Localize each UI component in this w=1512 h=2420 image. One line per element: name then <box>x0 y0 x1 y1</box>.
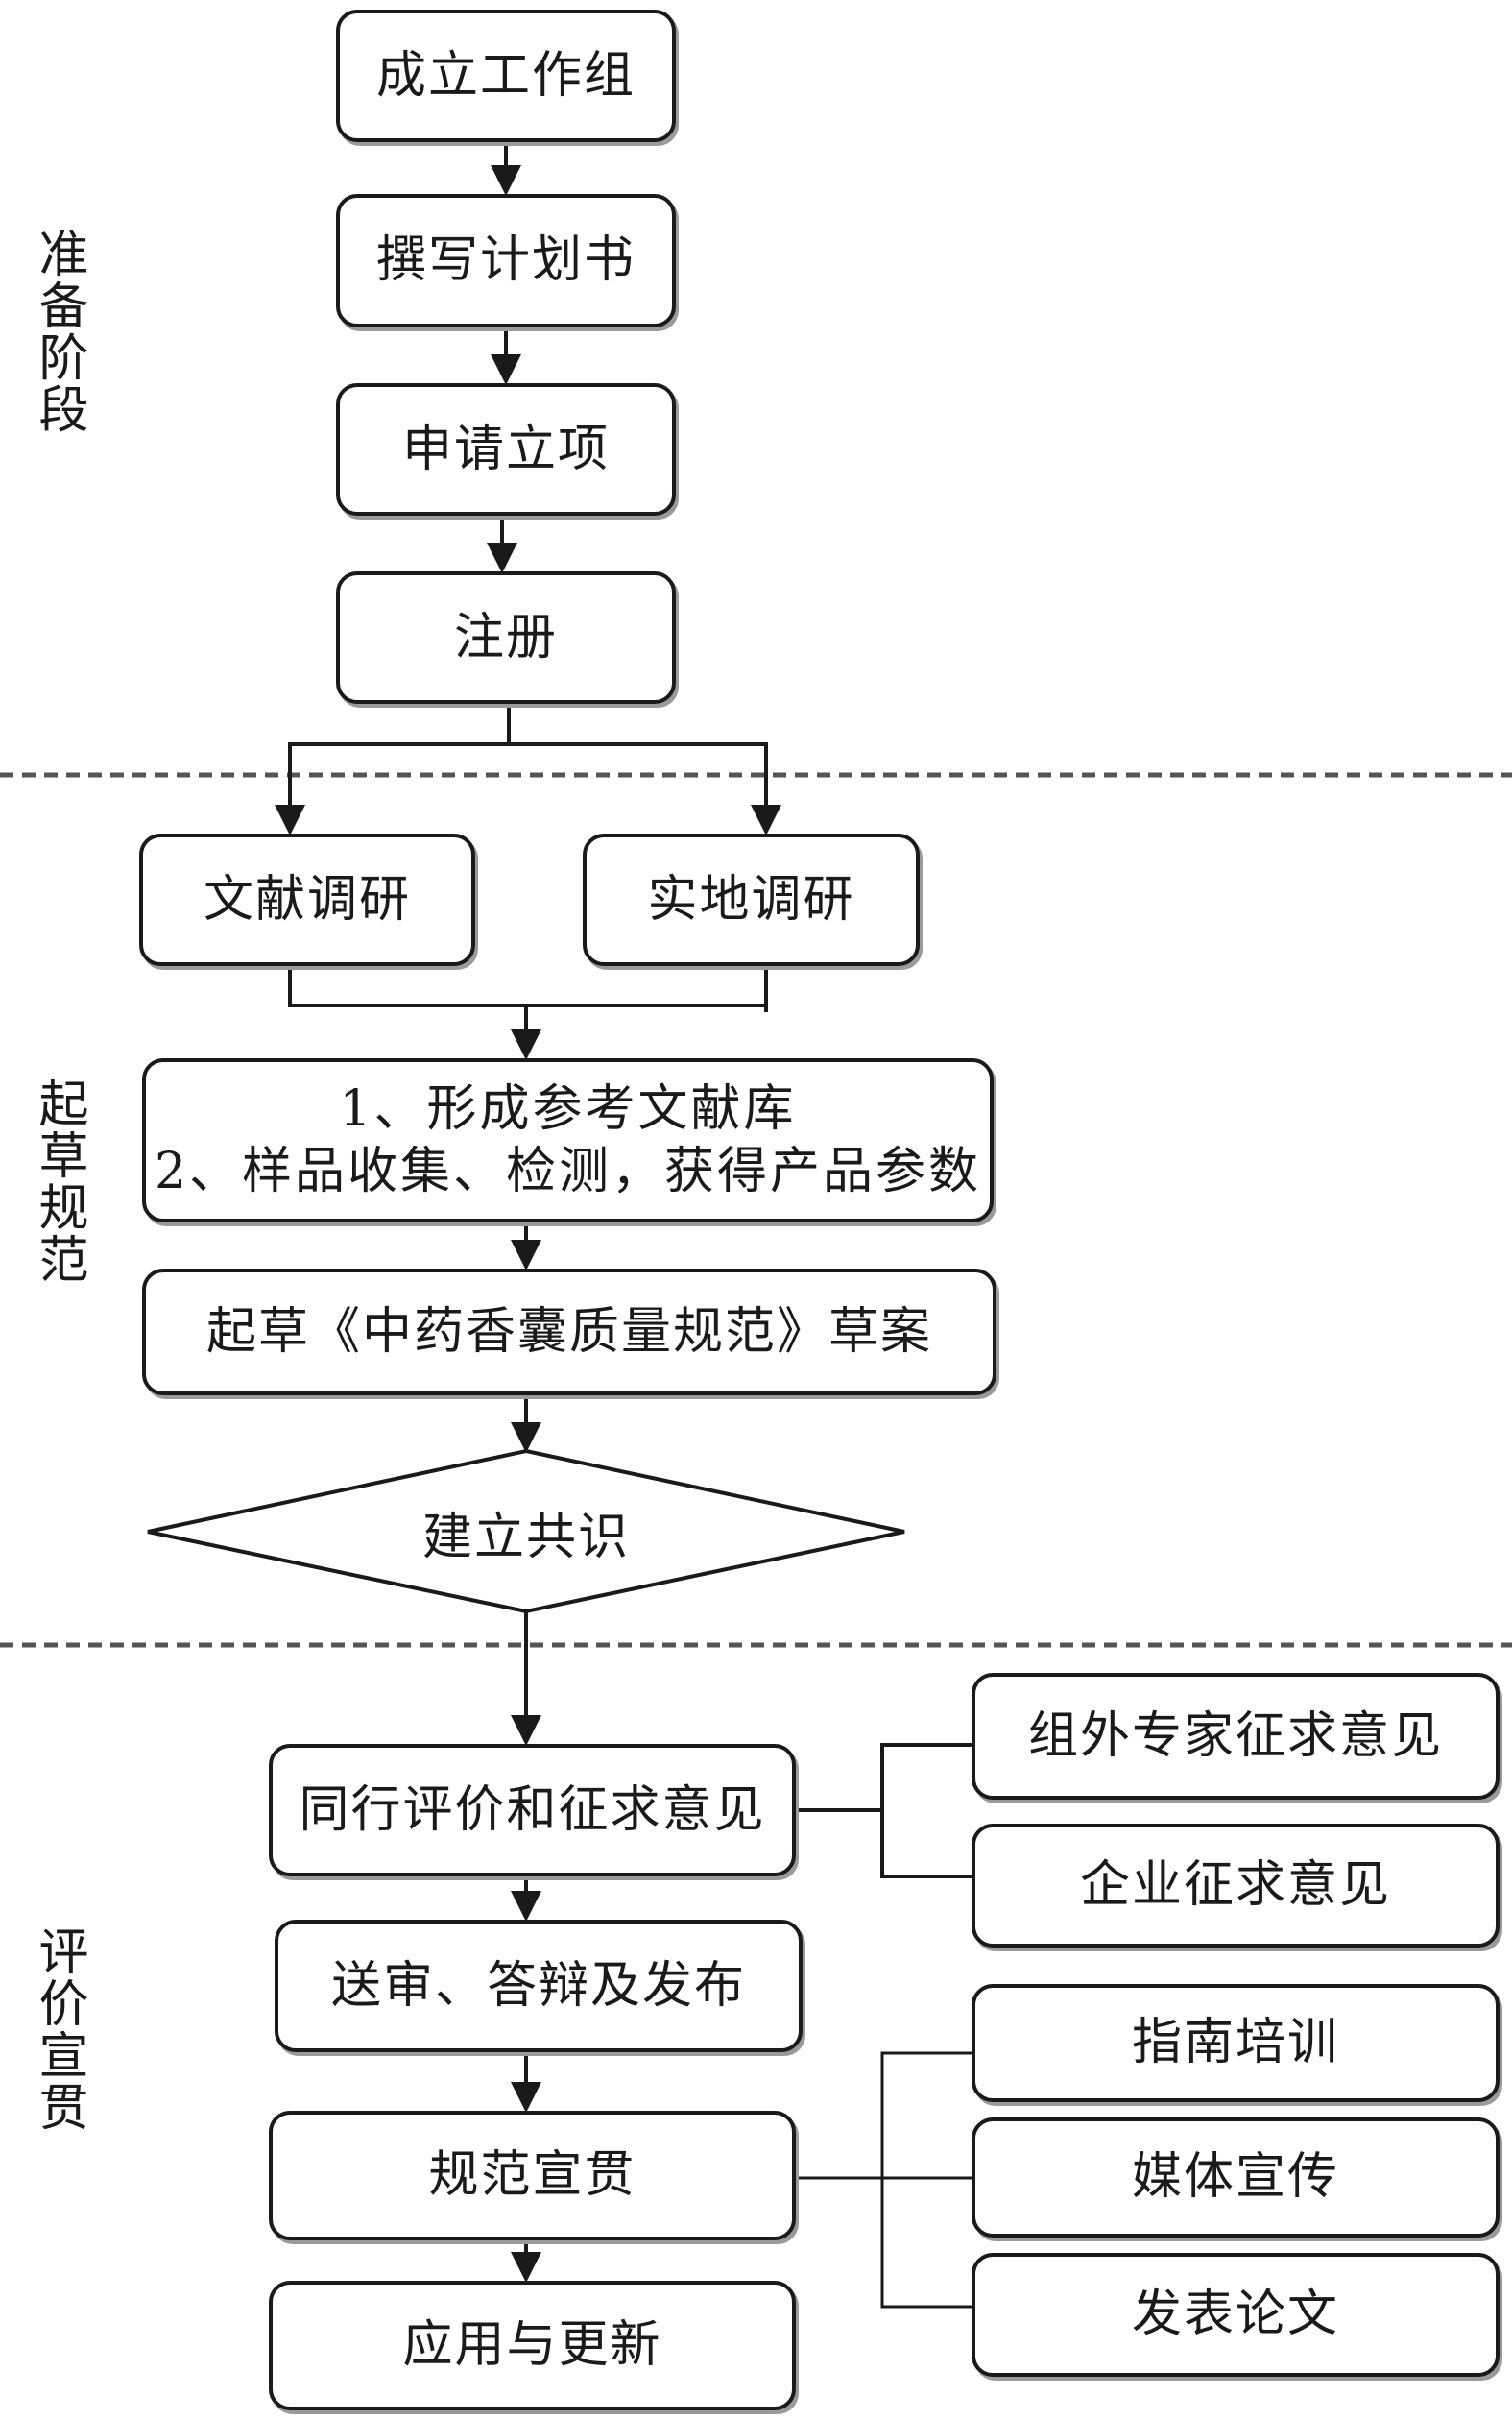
step-write-plan: 撰写计划书 <box>336 194 676 327</box>
step-form-group: 成立工作组 <box>336 10 676 142</box>
step-peer-review: 同行评价和征求意见 <box>269 1744 796 1876</box>
stage-label-evaluation: 评价宣贯 <box>30 1925 87 2133</box>
branch-media-publicity: 媒体宣传 <box>972 2118 1500 2238</box>
branch-enterprise-opinion: 企业征求意见 <box>972 1824 1500 1948</box>
step-draft: 起草《中药香囊质量规范》草案 <box>142 1269 996 1395</box>
split-connector <box>275 704 511 835</box>
step-apply-project: 申请立项 <box>336 383 676 516</box>
step-apply-update: 应用与更新 <box>269 2281 796 2410</box>
step-results: 1、形成参考文献库 2、样品收集、检测，获得产品参数 <box>142 1058 994 1222</box>
bracket-connector <box>880 2051 972 2309</box>
stage-label-preparation: 准备阶段 <box>30 228 87 435</box>
split-connector <box>509 742 781 835</box>
bracket-connector <box>880 1743 972 1878</box>
step-register: 注册 <box>336 571 676 704</box>
step-field-research: 实地调研 <box>583 834 920 966</box>
merge-connector <box>288 966 766 1007</box>
branch-guide-training: 指南培训 <box>972 1984 1500 2102</box>
branch-external-experts: 组外专家征求意见 <box>972 1673 1500 1800</box>
step-promote: 规范宣贯 <box>269 2111 796 2240</box>
step-review-publish: 送审、答辩及发布 <box>275 1920 803 2052</box>
stage-label-drafting: 起草规范 <box>30 1077 87 1285</box>
step-literature-research: 文献调研 <box>139 834 475 966</box>
consensus-label: 建立共识 <box>421 1508 630 1566</box>
branch-publish-papers: 发表论文 <box>972 2253 1500 2377</box>
